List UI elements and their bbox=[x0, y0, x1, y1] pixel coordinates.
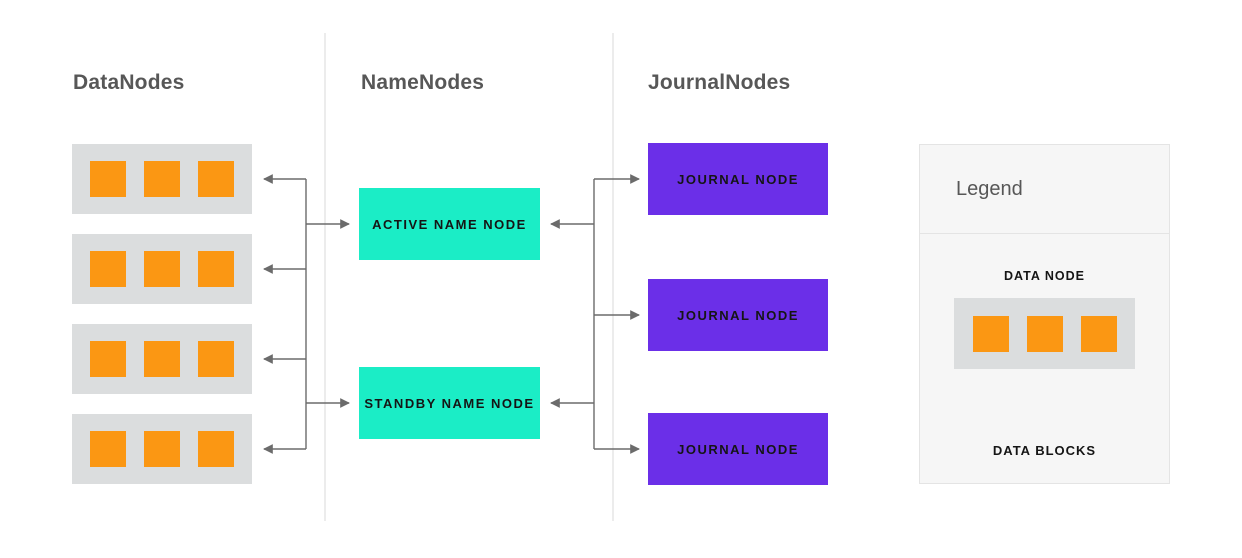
heading-namenodes: NameNodes bbox=[361, 71, 485, 94]
data-node-row bbox=[72, 234, 252, 304]
legend-data-node-label: DATA NODE bbox=[1004, 269, 1085, 283]
legend-header: Legend bbox=[920, 145, 1169, 234]
column-divider-left bbox=[324, 33, 326, 521]
heading-journalnodes: JournalNodes bbox=[648, 71, 791, 94]
legend-panel: Legend DATA NODE DATA BLOCKS bbox=[919, 144, 1170, 484]
data-block-icon bbox=[90, 341, 126, 377]
legend-data-blocks-label: DATA BLOCKS bbox=[992, 443, 1097, 458]
journal-node-box: JOURNAL NODE bbox=[648, 413, 828, 485]
data-node-row bbox=[72, 144, 252, 214]
data-block-icon bbox=[144, 431, 180, 467]
legend-data-node-sample bbox=[954, 298, 1135, 369]
data-block-icon bbox=[90, 251, 126, 287]
data-block-icon bbox=[198, 251, 234, 287]
data-block-icon bbox=[144, 251, 180, 287]
data-block-icon bbox=[972, 315, 1009, 352]
data-block-icon bbox=[1026, 315, 1063, 352]
data-block-icon bbox=[144, 161, 180, 197]
data-block-icon bbox=[90, 431, 126, 467]
data-block-icon bbox=[198, 161, 234, 197]
active-name-node-box: ACTIVE NAME NODE bbox=[359, 188, 540, 260]
data-node-row bbox=[72, 414, 252, 484]
data-node-row bbox=[72, 324, 252, 394]
data-block-icon bbox=[1080, 315, 1117, 352]
heading-datanodes: DataNodes bbox=[73, 71, 185, 94]
data-block-icon bbox=[144, 341, 180, 377]
standby-name-node-box: STANDBY NAME NODE bbox=[359, 367, 540, 439]
data-block-icon bbox=[198, 431, 234, 467]
journal-node-box: JOURNAL NODE bbox=[648, 143, 828, 215]
data-block-icon bbox=[198, 341, 234, 377]
journal-node-box: JOURNAL NODE bbox=[648, 279, 828, 351]
legend-title: Legend bbox=[956, 177, 1023, 200]
data-block-icon bbox=[90, 161, 126, 197]
column-divider-right bbox=[612, 33, 614, 521]
